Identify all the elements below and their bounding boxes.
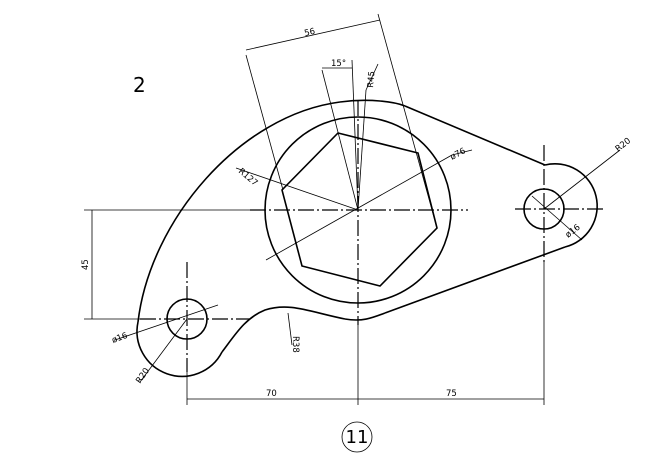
dim-45: 45 xyxy=(81,259,91,270)
dim-75: 75 xyxy=(446,389,457,399)
dim-15-deg: 15° xyxy=(331,59,346,69)
dim-r127: R127 xyxy=(236,167,259,189)
dim-56: 56 xyxy=(303,27,316,39)
figure-number-circle xyxy=(341,421,373,453)
dim-r38: R38 xyxy=(290,336,300,353)
dim-70: 70 xyxy=(266,389,277,399)
dim-dia76: ø76 xyxy=(449,146,468,162)
hexagon-hole xyxy=(281,132,438,287)
dimension-lines xyxy=(84,13,621,405)
figure-number: 11 xyxy=(346,427,369,448)
corner-label: 2 xyxy=(133,73,146,97)
dim-r20-right: R20 xyxy=(614,136,633,154)
outer-contour xyxy=(136,99,598,378)
center-lines xyxy=(140,100,605,372)
dim-dia16-left: ø16 xyxy=(111,331,129,346)
dim-r45: R45 xyxy=(366,71,377,89)
